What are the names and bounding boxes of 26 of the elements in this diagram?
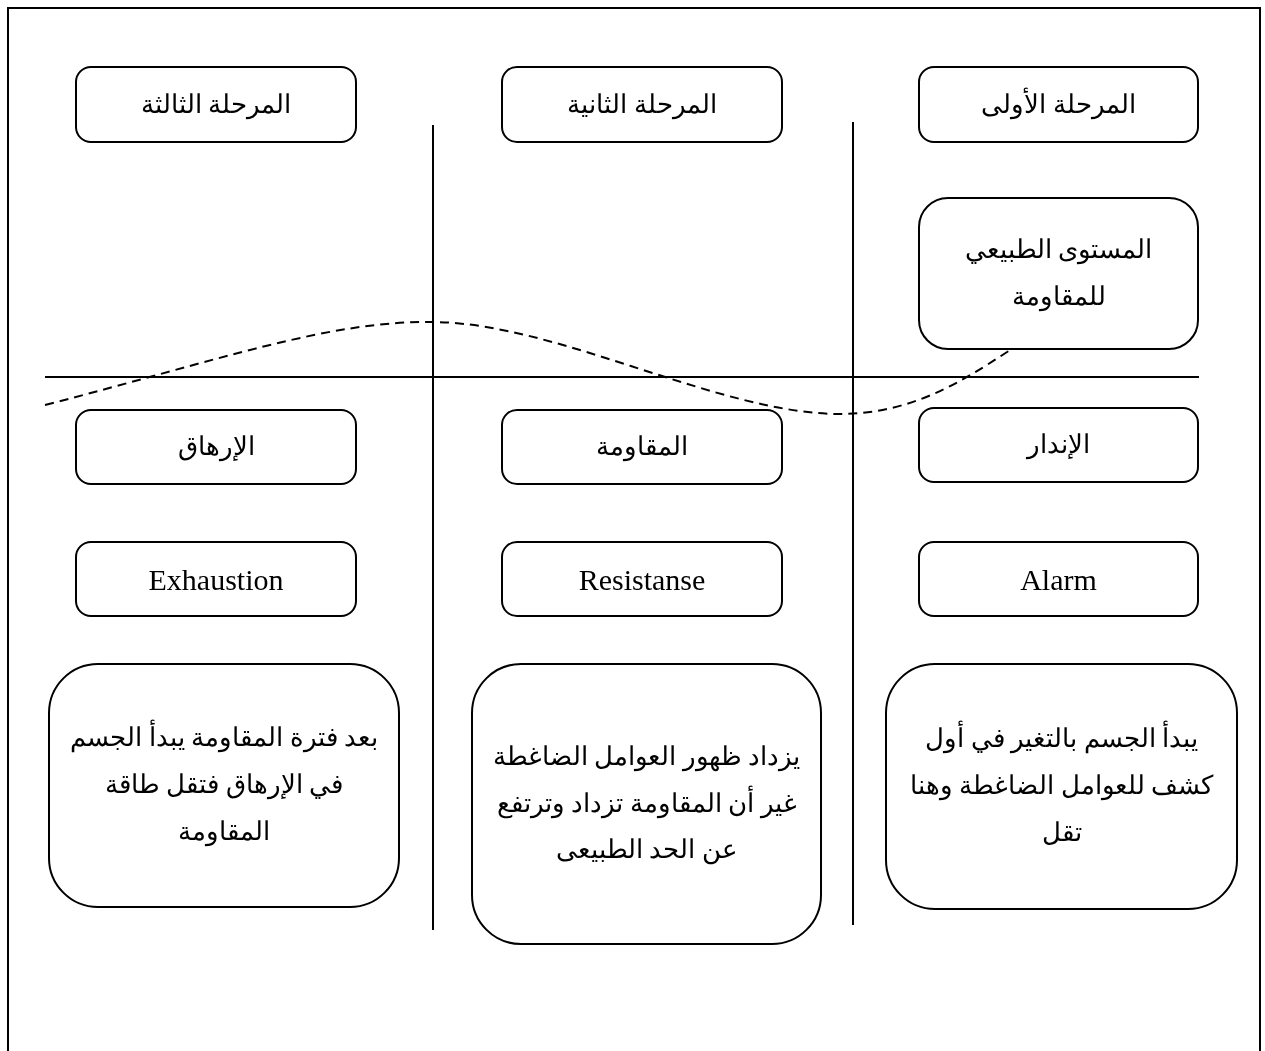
box-text: Resistanse bbox=[578, 561, 706, 598]
box-text: Exhaustion bbox=[148, 561, 284, 598]
phase-name-box bbox=[918, 407, 1199, 483]
box-text: يزداد ظهور العوامل الضاغطة غير أن المقاومة تزداد وترتفع عن الحد الطبيعى bbox=[491, 740, 802, 867]
stage-header bbox=[918, 66, 1199, 143]
box-text: المرحلة الثانية bbox=[567, 88, 717, 122]
stage-header bbox=[501, 66, 783, 143]
description-box bbox=[885, 663, 1238, 910]
box-text: المرحلة الثالثة bbox=[140, 88, 292, 122]
phase-name-box bbox=[75, 541, 357, 617]
box-text: المستوى الطبيعي للمقاومة bbox=[963, 233, 1154, 314]
box-text: بعد فترة المقاومة يبدأ الجسم في الإرهاق فتقل طاقة المقاومة bbox=[68, 715, 380, 856]
stage-header bbox=[75, 66, 357, 143]
phase-name-box bbox=[918, 541, 1199, 617]
box-text: الإندار bbox=[1027, 429, 1090, 462]
level-box bbox=[918, 197, 1199, 350]
phase-name-box bbox=[75, 409, 357, 485]
description-box bbox=[48, 663, 400, 908]
box-text: المقاومة bbox=[596, 431, 688, 464]
box-text: المرحلة الأولى bbox=[981, 87, 1136, 122]
box-text: الإرهاق bbox=[177, 431, 255, 464]
description-box bbox=[471, 663, 822, 945]
box-text: يبدأ الجسم بالتغير في أول كشف للعوامل الضاغطة وهنا تقل bbox=[905, 716, 1218, 857]
box-text: Alarm bbox=[1020, 561, 1097, 598]
phase-name-box bbox=[501, 541, 783, 617]
phase-name-box bbox=[501, 409, 783, 485]
